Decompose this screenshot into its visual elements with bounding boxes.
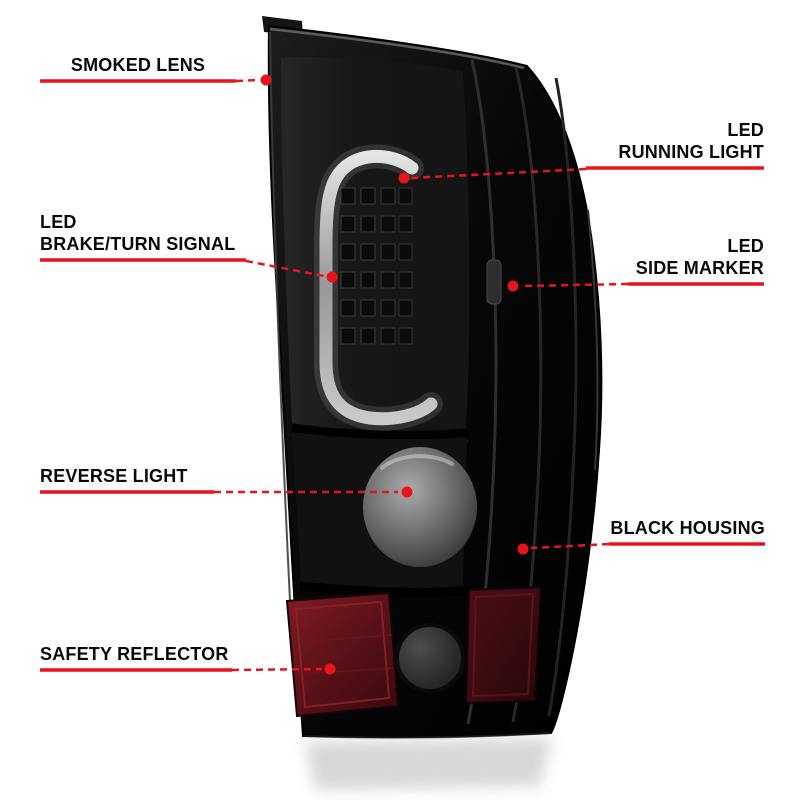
callout-led-running-light: LED RUNNING LIGHT	[586, 119, 764, 163]
reverse-highlight	[380, 454, 454, 470]
top-edge-highlight	[269, 27, 525, 70]
callout-label: RUNNING LIGHT	[618, 142, 764, 162]
bottom-edge-highlight	[302, 732, 552, 739]
callout-label: SIDE MARKER	[635, 258, 764, 278]
section-divider-bottom	[299, 581, 471, 597]
safety-reflector-right	[464, 585, 543, 705]
side-marker-slot	[486, 259, 502, 305]
led-grid	[340, 187, 413, 345]
callout-black-housing: BLACK HOUSING	[609, 517, 765, 539]
reflector-right-border	[471, 592, 535, 698]
callout-label: REVERSE LIGHT	[40, 466, 188, 486]
reflector-left-texture	[298, 634, 395, 675]
callout-label: LED	[727, 120, 764, 140]
callout-reverse-light: REVERSE LIGHT	[40, 465, 214, 487]
safety-reflector-left	[285, 591, 400, 718]
callout-led-brake-turn-signal: LED BRAKE/TURN SIGNAL	[40, 211, 250, 255]
lamp-reflection	[305, 738, 552, 790]
callout-label: LED	[727, 236, 764, 256]
callout-label: SAFETY REFLECTOR	[40, 644, 229, 664]
callout-label: BLACK HOUSING	[610, 518, 765, 538]
section-divider-top	[291, 423, 469, 441]
callout-smoked-lens: SMOKED LENS	[40, 54, 236, 76]
callout-safety-reflector: SAFETY REFLECTOR	[40, 643, 232, 665]
reverse-light-dome	[363, 447, 477, 567]
led-light-bar	[319, 150, 438, 426]
callout-label: SMOKED LENS	[70, 55, 206, 75]
callout-label: BRAKE/TURN SIGNAL	[40, 234, 236, 254]
rib-highlight	[587, 209, 599, 471]
callout-label: LED	[40, 212, 77, 232]
left-edge-highlight	[269, 31, 294, 661]
center-cap	[395, 623, 465, 693]
rib-line-3	[547, 77, 578, 717]
callout-led-side-marker: LED SIDE MARKER	[628, 235, 764, 279]
